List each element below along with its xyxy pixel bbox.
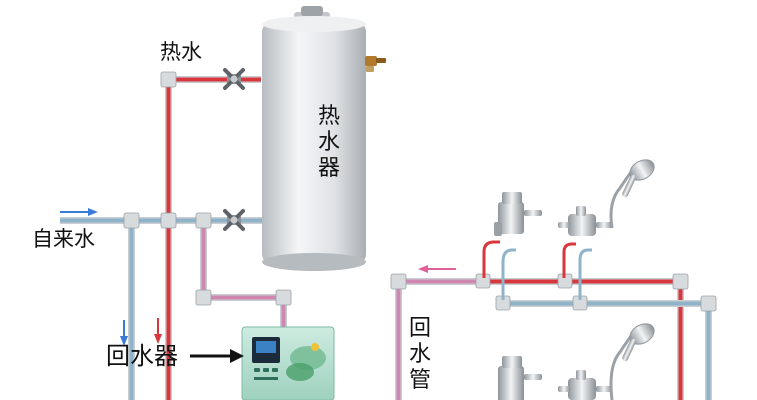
pointer-arrow	[190, 349, 244, 363]
flow-arrow-return	[418, 265, 456, 273]
faucet-icon	[558, 206, 612, 236]
flow-arrow-cold-down	[120, 320, 128, 346]
faucet-icon	[558, 370, 612, 400]
shower-icon	[609, 159, 655, 229]
shower-icon	[609, 323, 655, 400]
pipe-fittings	[123, 71, 292, 306]
label-hot-water: 热水	[160, 40, 202, 64]
faucet-icon	[494, 192, 542, 236]
water-heater-tank	[262, 6, 386, 271]
pipe-hot-right	[480, 278, 684, 400]
label-return-pump: 回水器	[106, 342, 178, 370]
right-fittings	[390, 273, 717, 312]
valve-icon	[223, 209, 245, 231]
flow-arrow-hot-down	[154, 318, 162, 344]
flow-arrow-cold-in	[60, 208, 98, 216]
label-tap-water: 自来水	[32, 227, 95, 251]
return-pump-controller	[241, 326, 335, 400]
valve-icon	[223, 68, 245, 90]
label-return-pipe: 回水管	[409, 316, 432, 393]
fixture-risers	[482, 240, 592, 300]
pipe-hot-left	[163, 76, 261, 400]
pipe-cold-right	[500, 300, 712, 400]
label-water-heater: 热水器	[318, 104, 341, 181]
faucet-icon	[498, 356, 542, 400]
pipe-return-right	[395, 278, 499, 400]
pipe-return-to-pump	[200, 222, 287, 328]
